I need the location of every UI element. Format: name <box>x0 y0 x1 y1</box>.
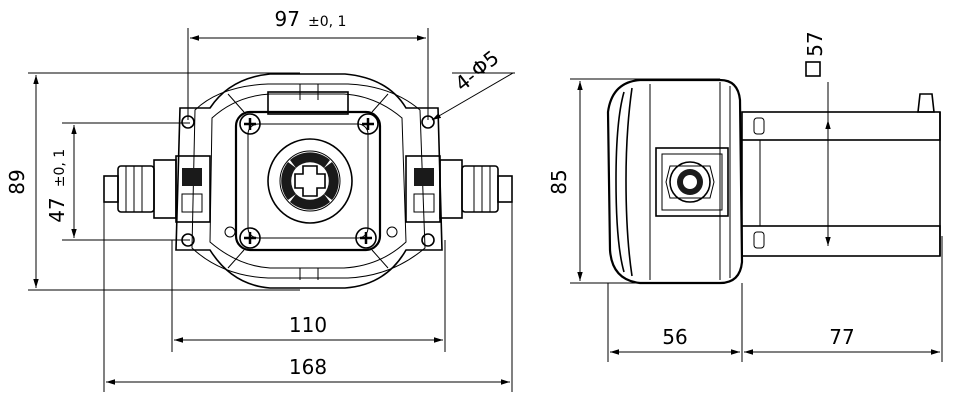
screw-bottom-right <box>355 227 377 249</box>
dim-97-label: 97 <box>275 7 300 31</box>
front-dimension-lines <box>33 35 515 385</box>
dim-89-label: 89 <box>5 169 29 194</box>
left-fitting <box>103 155 211 223</box>
right-fitting <box>405 155 513 223</box>
screw-top-left <box>239 113 261 135</box>
side-view: 85 57 56 77 <box>547 31 943 362</box>
screw-top-right <box>357 113 379 135</box>
screws <box>239 113 379 249</box>
dim-47-tolerance: ±0, 1 <box>52 149 68 187</box>
square-symbol <box>805 61 821 77</box>
dim-85-label: 85 <box>547 169 571 194</box>
dim-168-label: 168 <box>289 355 327 379</box>
valve-body <box>741 93 941 257</box>
dim-97-tolerance: ±0, 1 <box>308 14 346 30</box>
dim-57-label: 57 <box>803 31 827 56</box>
side-extension-lines <box>570 78 943 362</box>
side-fitting <box>655 147 729 217</box>
side-dimension-lines <box>577 81 940 355</box>
screw-bottom-left <box>239 227 261 249</box>
dim-56-label: 56 <box>662 325 687 349</box>
dim-47-label: 47 <box>45 197 69 222</box>
front-extension-lines <box>28 28 513 392</box>
flange-plate <box>175 73 443 289</box>
side-housing <box>606 78 744 285</box>
dim-77-label: 77 <box>829 325 854 349</box>
center-housing <box>234 91 382 252</box>
front-view: 97 ±0, 1 4- Φ5 89 47 ±0, 1 110 168 <box>5 7 515 392</box>
dim-110-label: 110 <box>289 313 327 337</box>
mounting-holes <box>181 115 435 247</box>
knob-symbol <box>267 138 353 224</box>
